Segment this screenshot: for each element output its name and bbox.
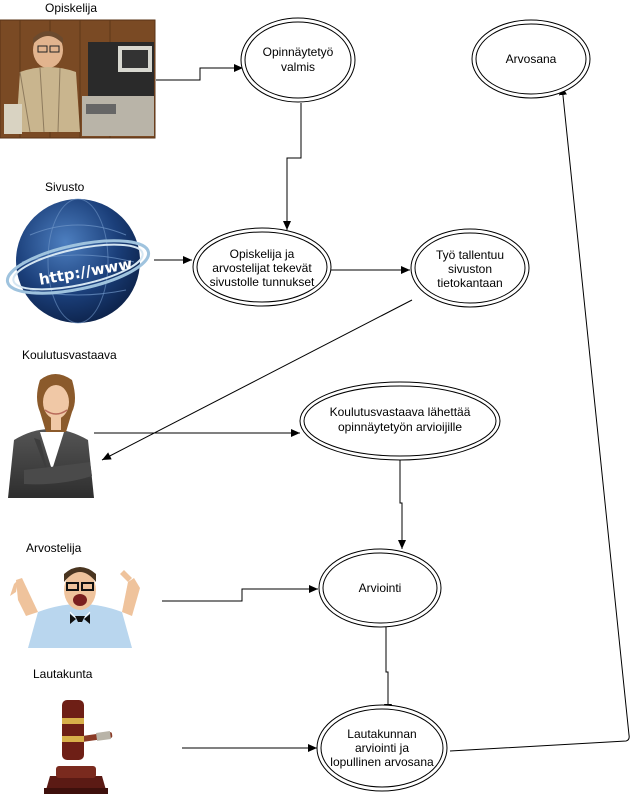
node-tunnukset-line1: Opiskelija ja [230, 247, 295, 261]
edge-opiskelija-to-opinnaytetyo [156, 64, 243, 81]
node-lahettaa: Koulutusvastaava lähettää opinnäytetyön … [299, 381, 501, 461]
node-tunnukset: Opiskelija ja arvostelijat tekevät sivus… [192, 227, 332, 307]
excited-man-icon [10, 567, 140, 648]
businesswoman-icon [8, 374, 94, 498]
node-tallentuu-line1: Työ tallentuu [436, 248, 504, 262]
actor-label-arvostelija: Arvostelija [26, 541, 82, 555]
node-tallentuu: Työ tallentuu sivuston tietokantaan [410, 228, 530, 308]
actor-label-koulutusvastaava: Koulutusvastaava [22, 348, 117, 362]
node-arvosana: Arvosana [471, 19, 591, 99]
node-lautakunnan-line2: arviointi ja [355, 741, 409, 755]
student-computer-icon [0, 19, 156, 139]
edge-lahettaa-to-arviointi [398, 459, 406, 549]
node-arviointi: Arviointi [318, 548, 442, 628]
node-lautakunnan-line3: lopullinen arvosana [330, 755, 434, 769]
node-opinnaytetyo-line1: Opinnäytetyö [263, 45, 334, 59]
edge-arviointi-to-lautakunnan [384, 627, 392, 713]
node-opinnaytetyo: Opinnäytetyö valmis [240, 17, 356, 103]
node-tunnukset-line2: arvostelijat tekevät [212, 261, 312, 275]
node-tunnukset-line3: sivustolle tunnukset [210, 275, 315, 289]
gavel-icon [44, 700, 113, 794]
actor-label-lautakunta: Lautakunta [33, 667, 93, 681]
node-lautakunnan: Lautakunnan arviointi ja lopullinen arvo… [316, 704, 448, 792]
node-arvosana-line1: Arvosana [506, 52, 557, 66]
node-arviointi-line1: Arviointi [359, 581, 402, 595]
node-tallentuu-line2: sivuston [448, 262, 492, 276]
www-globe-icon: http://www [5, 198, 151, 324]
actor-label-sivusto: Sivusto [45, 180, 85, 194]
edge-opinnaytetyo-to-tunnukset [283, 103, 302, 230]
actor-label-opiskelija: Opiskelija [45, 1, 97, 15]
edge-lautakunnan-to-arvosana [449, 85, 630, 752]
edge-arvostelija-to-arviointi [162, 585, 318, 602]
node-tallentuu-line3: tietokantaan [437, 276, 502, 290]
node-opinnaytetyo-line2: valmis [281, 60, 315, 74]
node-lahettaa-line1: Koulutusvastaava lähettää [330, 405, 471, 419]
node-lautakunnan-line1: Lautakunnan [347, 727, 416, 741]
node-lahettaa-line2: opinnäytetyön arvioijille [338, 420, 462, 434]
